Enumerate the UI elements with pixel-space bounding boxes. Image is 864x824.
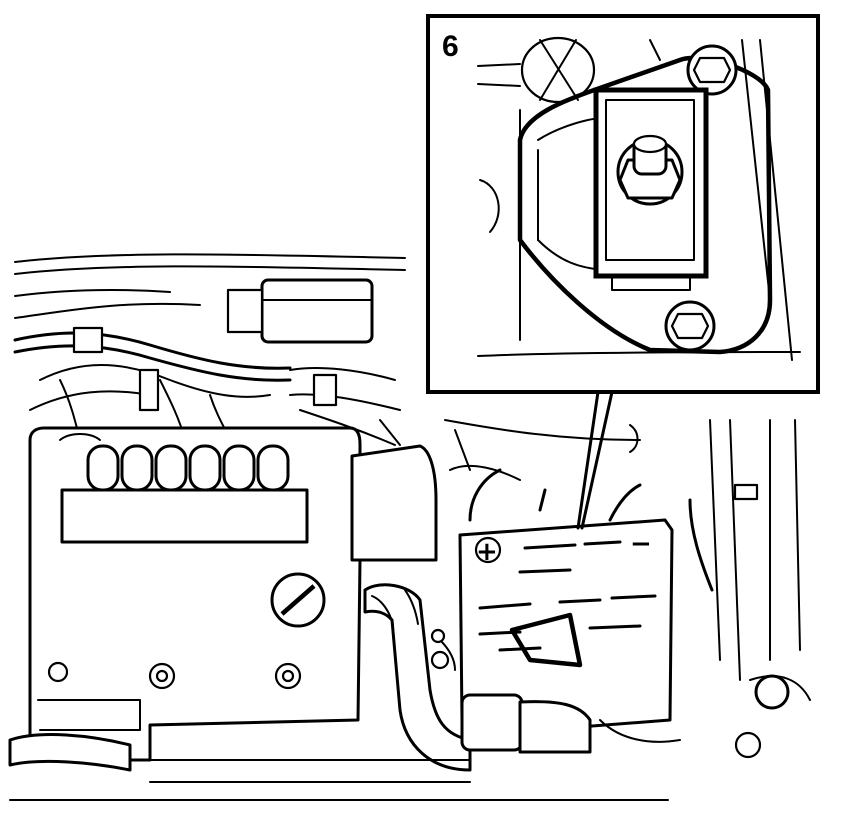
inset-background: [477, 36, 801, 361]
mount-bolt-bottom: [664, 300, 716, 352]
fender-bolt: [754, 674, 790, 710]
mounting-plate: [517, 55, 773, 355]
battery-hold-down-bracket: [509, 612, 583, 668]
fender-bracket: [688, 419, 811, 759]
positive-symbol: +: [476, 537, 498, 567]
lower-components: [430, 424, 681, 743]
negative-symbol: −: [630, 529, 652, 559]
connector-left: [72, 326, 338, 412]
relay-box: [226, 278, 374, 344]
throttle-body: [350, 419, 438, 562]
fender-bolt: [734, 731, 762, 759]
engine-cover: [28, 426, 362, 762]
engine-bay-illustration: + −: [8, 253, 811, 801]
detail-inset: 6: [426, 14, 820, 394]
callout-leader: [576, 390, 614, 530]
battery: + −: [458, 518, 674, 754]
hose-clamp: [460, 693, 524, 752]
battery-negative-terminal: −: [630, 529, 652, 559]
coolant-hose-lower: [8, 733, 471, 783]
battery-cables: [444, 419, 642, 522]
mount-bolt-top: [686, 44, 738, 96]
intake-hose: [363, 583, 472, 772]
cover-bolt: [274, 662, 302, 690]
oil-filler-cap: [270, 572, 326, 628]
hood-edge-lines: [14, 253, 406, 319]
battery-clamp-bracket: [593, 87, 709, 291]
intake-runners: [86, 444, 290, 492]
battery-top-ribs: [478, 540, 657, 652]
clamp-nut: [616, 134, 684, 206]
callout-label: 6: [442, 30, 459, 63]
cover-bolt: [148, 662, 176, 690]
cover-bolt: [47, 661, 69, 683]
battery-positive-terminal: +: [474, 536, 502, 567]
